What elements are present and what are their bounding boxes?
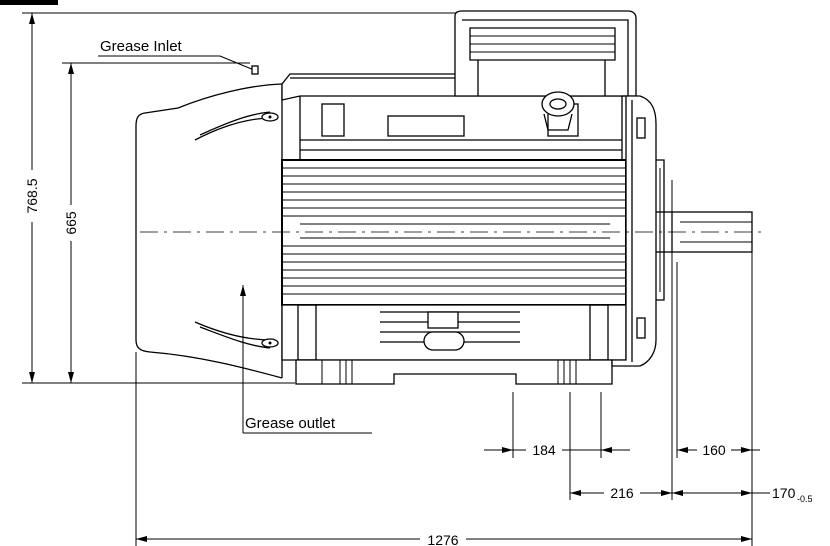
dim-overall-length-label: 1276: [427, 532, 458, 546]
grease-outlet-callout: Grease outlet: [240, 285, 372, 434]
extension-lines: [135, 212, 753, 546]
dim-foot-spacing-label: 184: [532, 442, 556, 458]
corner-marker: [0, 0, 58, 5]
fan-cowl: [135, 83, 283, 379]
grease-inlet-callout: Grease Inlet: [98, 38, 259, 75]
dim-foot-spacing: 184: [484, 442, 630, 458]
dim-shoulder-row: 216 170 -0.5: [570, 485, 813, 504]
terminal-box: [454, 10, 637, 97]
dim-extension-tolerance: -0.5: [797, 494, 813, 504]
dim-overall-height-label: 768.5: [24, 178, 40, 213]
dim-shaft-height: 665: [62, 62, 250, 383]
motor-body: [281, 73, 627, 385]
dim-shaft-length: 160: [677, 442, 760, 458]
drive-end-bracket: [611, 95, 673, 367]
grease-inlet-label: Grease Inlet: [100, 38, 183, 55]
dim-overall-height: 768.5: [22, 12, 458, 384]
lifting-eye: [541, 91, 575, 131]
grease-outlet-label: Grease outlet: [245, 415, 336, 432]
cooling-ribs: [282, 167, 626, 295]
dim-shaft-length-label: 160: [702, 442, 726, 458]
dim-overall-length: 1276: [136, 531, 752, 546]
dim-shoulder-label: 216: [610, 485, 634, 501]
dim-shaft-height-label: 665: [63, 211, 79, 235]
dim-extension-label: 170: [772, 485, 796, 501]
